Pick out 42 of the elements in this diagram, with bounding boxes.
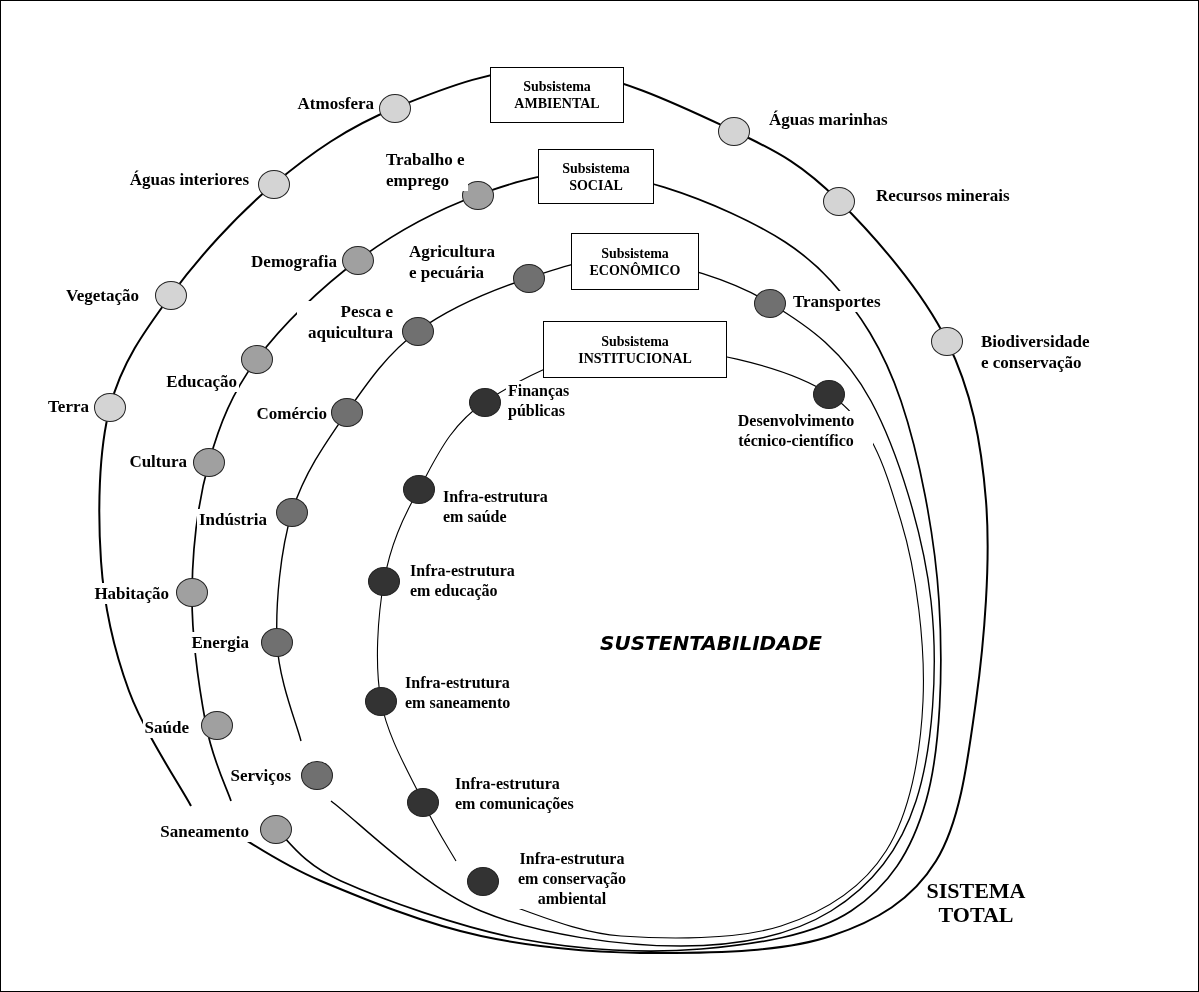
indicator-circle <box>94 393 126 422</box>
indicator-circle <box>402 317 434 346</box>
theme-label: Habitação <box>92 583 171 604</box>
indicator-circle <box>201 711 233 740</box>
subsystem-box: Subsistema AMBIENTAL <box>490 67 624 123</box>
theme-label: Transportes <box>791 291 883 312</box>
indicator-circle <box>469 388 501 417</box>
theme-label: Pesca e aquicultura <box>297 301 395 343</box>
indicator-circle <box>301 761 333 790</box>
theme-label: Indústria <box>196 509 269 530</box>
indicator-circle <box>467 867 499 896</box>
indicator-circle <box>176 578 208 607</box>
indicator-circle <box>823 187 855 216</box>
indicator-circle <box>368 567 400 596</box>
indicator-circle <box>403 475 435 504</box>
subsystem-box: Subsistema ECONÔMICO <box>571 233 699 290</box>
indicator-circle <box>276 498 308 527</box>
indicator-circle <box>331 398 363 427</box>
indicator-circle <box>462 181 494 210</box>
indicator-circle <box>813 380 845 409</box>
indicator-circle <box>258 170 290 199</box>
theme-label: Saúde <box>142 717 191 738</box>
indicator-circle <box>365 687 397 716</box>
indicator-circle <box>718 117 750 146</box>
indicator-circle <box>241 345 273 374</box>
indicator-circle <box>754 289 786 318</box>
indicator-circle <box>379 94 411 123</box>
indicator-circle <box>342 246 374 275</box>
indicator-circle <box>260 815 292 844</box>
subsystem-box: Subsistema INSTITUCIONAL <box>543 321 727 378</box>
indicator-circle <box>407 788 439 817</box>
indicator-circle <box>513 264 545 293</box>
indicator-circle <box>155 281 187 310</box>
indicator-circle <box>931 327 963 356</box>
subsystem-box: Subsistema SOCIAL <box>538 149 654 204</box>
indicator-circle <box>261 628 293 657</box>
theme-label: Águas marinhas <box>767 109 890 130</box>
indicator-circle <box>193 448 225 477</box>
theme-label: Energia <box>189 632 251 653</box>
system-label: SISTEMA TOTAL <box>925 879 1027 927</box>
theme-label: Águas interiores <box>127 169 251 190</box>
center-label: SUSTENTABILIDADE <box>599 631 823 655</box>
